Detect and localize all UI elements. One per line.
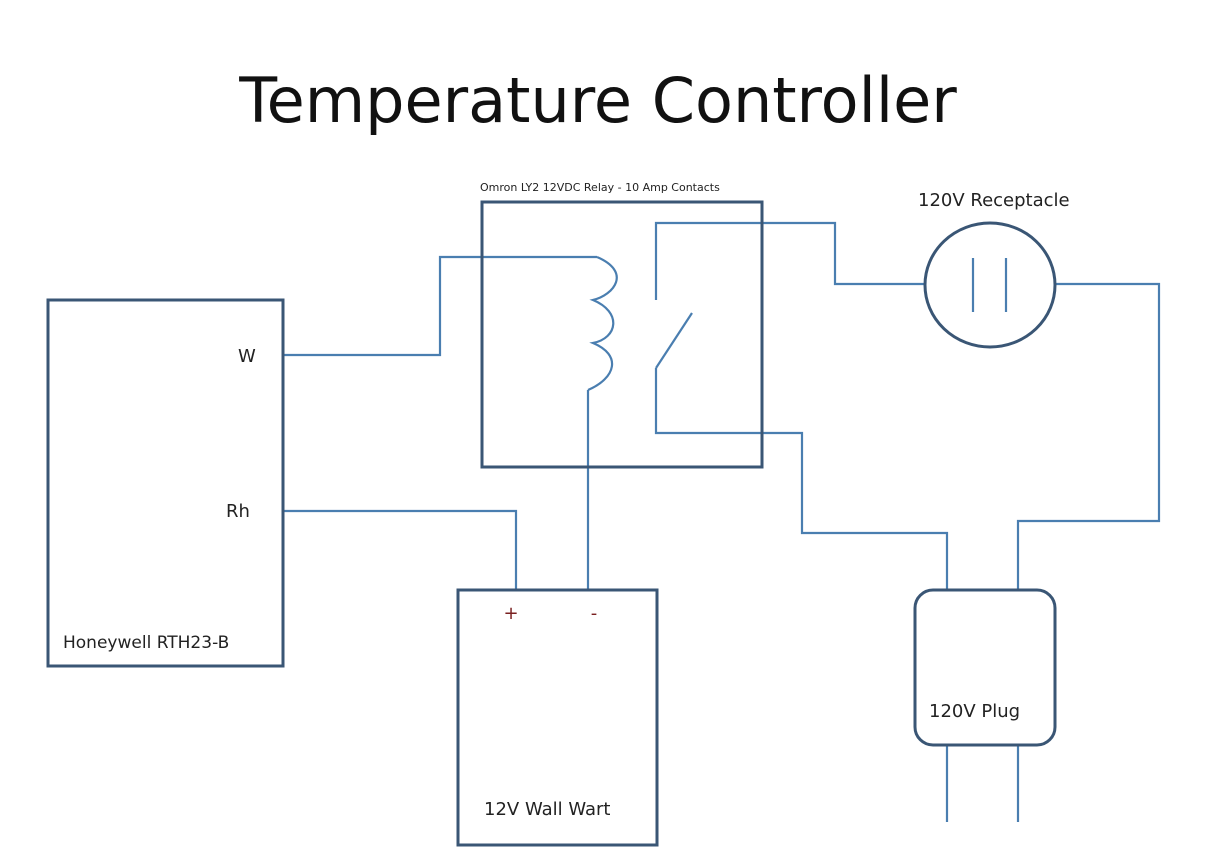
relay-switch-contact	[655, 312, 693, 369]
wire-contact-to-plug	[654, 368, 949, 590]
wall-wart-plus: +	[503, 603, 518, 624]
thermostat-terminal-w: W	[238, 346, 256, 367]
thermostat-box	[46, 298, 285, 668]
plug-label: 120V Plug	[929, 701, 1020, 722]
thermostat-label: Honeywell RTH23-B	[63, 633, 229, 653]
thermostat-terminal-rh: Rh	[226, 501, 250, 522]
wall-wart-label: 12V Wall Wart	[484, 799, 610, 820]
wall-wart-box	[456, 588, 659, 847]
wire-w-to-coil	[283, 255, 597, 357]
wall-wart: + - 12V Wall Wart	[456, 588, 659, 847]
thermostat: W Rh Honeywell RTH23-B	[46, 298, 285, 668]
wire-receptacle-to-plug	[1016, 282, 1161, 590]
wire-contact-to-receptacle	[654, 221, 926, 300]
receptacle: 120V Receptacle	[918, 190, 1070, 349]
receptacle-circle	[923, 221, 1057, 349]
receptacle-label: 120V Receptacle	[918, 190, 1070, 211]
relay-coil	[587, 255, 618, 392]
relay-label: Omron LY2 12VDC Relay - 10 Amp Contacts	[480, 181, 720, 194]
plug: 120V Plug	[913, 588, 1057, 747]
plug-box	[913, 588, 1057, 747]
relay-box	[480, 200, 764, 469]
wall-wart-minus: -	[591, 603, 598, 624]
relay: Omron LY2 12VDC Relay - 10 Amp Contacts	[480, 181, 764, 469]
wire-rh-to-plus	[283, 509, 518, 590]
diagram-title: Temperature Controller	[238, 64, 957, 137]
wires	[283, 221, 1161, 822]
